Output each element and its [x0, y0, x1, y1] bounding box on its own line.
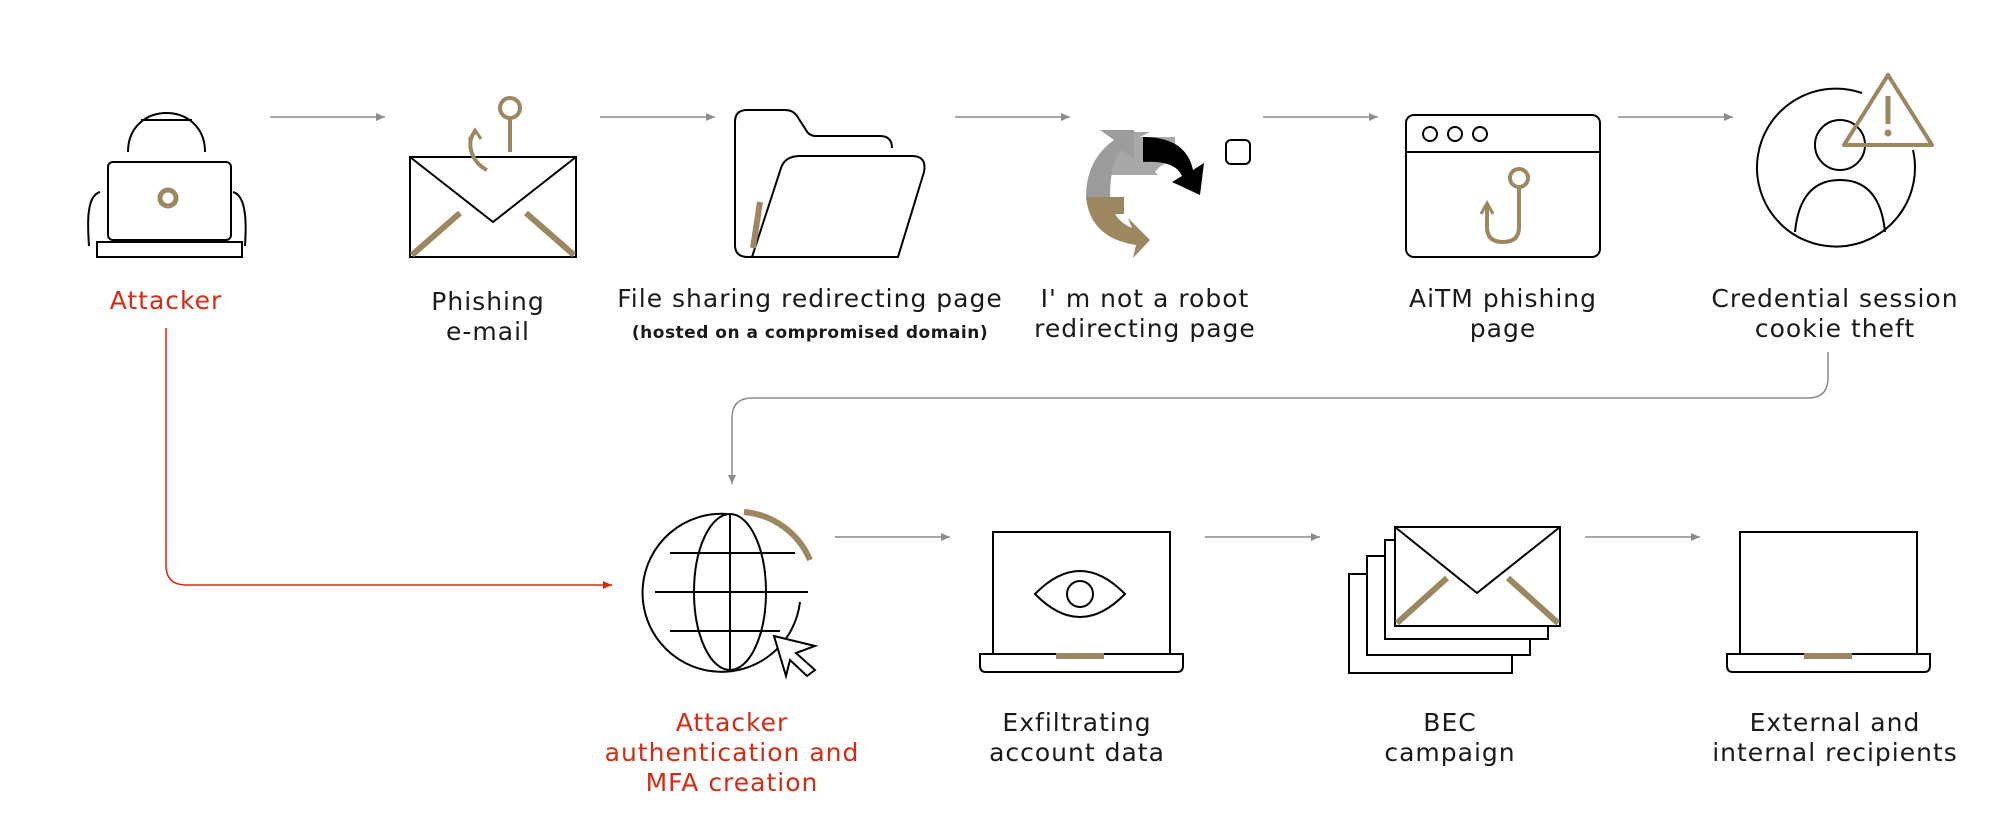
file-sharing-label: File sharing redirecting page (hosted on… — [610, 284, 1010, 348]
folder-icon — [734, 109, 926, 258]
exfiltration-line1: Exfiltrating — [1002, 708, 1152, 737]
file-sharing-line2: (hosted on a compromised domain) — [631, 323, 989, 343]
cookie-theft-line1: Credential session — [1711, 284, 1959, 313]
phishing-email-line2: e-mail — [446, 317, 530, 346]
captcha-icon — [1086, 130, 1251, 258]
globe-cursor-icon — [641, 509, 819, 680]
exfiltration-label: Exfiltrating account data — [952, 708, 1202, 768]
stacked-envelopes-icon — [1348, 526, 1561, 674]
attacker-auth-line2: authentication and — [604, 738, 860, 767]
arrow-attacker-to-auth — [165, 328, 612, 589]
hooded-hacker-laptop-icon — [87, 112, 247, 258]
not-robot-line1: I' m not a robot — [1040, 284, 1250, 313]
aitm-line2: page — [1469, 314, 1537, 343]
attacker-auth-line3: MFA creation — [645, 768, 819, 797]
file-sharing-line1: File sharing redirecting page — [617, 284, 1003, 313]
phishing-email-line1: Phishing — [431, 287, 545, 316]
laptop-eye-icon — [979, 531, 1184, 673]
laptop-icon — [1726, 531, 1931, 673]
attacker-auth-label: Attacker authentication and MFA creation — [597, 708, 867, 798]
recipients-label: External and internal recipients — [1695, 708, 1975, 768]
arrows-row-1 — [270, 113, 1829, 484]
attacker-label-text: Attacker — [109, 286, 223, 315]
recipients-line2: internal recipients — [1712, 738, 1958, 767]
recipients-line1: External and — [1749, 708, 1921, 737]
browser-hook-icon — [1405, 114, 1601, 258]
cookie-theft-label: Credential session cookie theft — [1690, 284, 1980, 344]
user-warning-icon — [1756, 73, 1934, 248]
exfiltration-line2: account data — [989, 738, 1165, 767]
not-robot-label: I' m not a robot redirecting page — [1020, 284, 1270, 344]
attacker-label: Attacker — [66, 286, 266, 316]
bec-line1: BEC — [1423, 708, 1477, 737]
aitm-line1: AiTM phishing — [1408, 284, 1598, 313]
bec-label: BEC campaign — [1350, 708, 1550, 768]
not-robot-line2: redirecting page — [1034, 314, 1256, 343]
phishing-email-label: Phishing e-mail — [388, 287, 588, 347]
envelope-hook-icon — [409, 96, 577, 258]
bec-line2: campaign — [1384, 738, 1516, 767]
arrow-cookie-to-auth — [728, 352, 1829, 484]
attacker-auth-line1: Attacker — [675, 708, 789, 737]
cookie-theft-line2: cookie theft — [1754, 314, 1916, 343]
aitm-label: AiTM phishing page — [1378, 284, 1628, 344]
